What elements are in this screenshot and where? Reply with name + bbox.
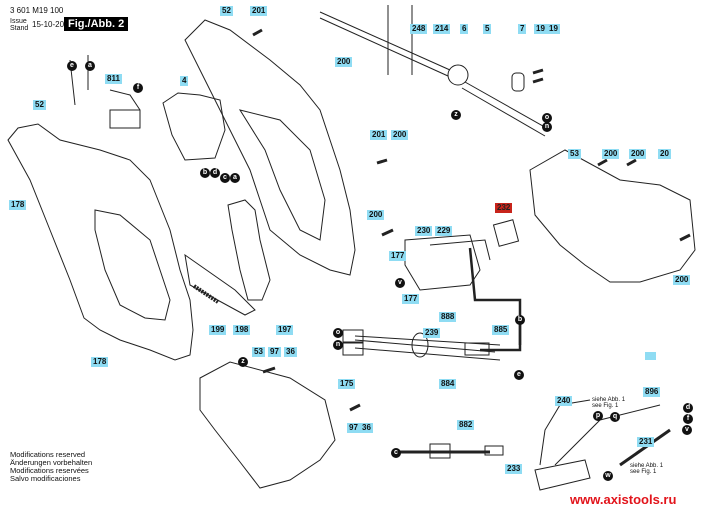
part-label-52[interactable]: 52 [220, 6, 233, 16]
connector-marker-d: d [683, 403, 693, 413]
notice-line: Änderungen vorbehalten [10, 458, 93, 467]
connector-marker-a: a [230, 173, 240, 183]
part-label-175[interactable]: 175 [338, 379, 356, 389]
part-label-177[interactable]: 177 [389, 251, 407, 261]
part-label-197[interactable]: 197 [276, 325, 294, 335]
see-fig-note-en: see Fig. 1 [630, 469, 657, 475]
part-label-36[interactable]: 36 [360, 423, 373, 433]
part-label-200[interactable]: 200 [673, 275, 691, 285]
connector-marker-p: p [593, 411, 603, 421]
part-label-232-highlighted[interactable]: 232 [495, 203, 513, 213]
part-label-230[interactable]: 230 [415, 226, 433, 236]
part-label-198[interactable]: 198 [233, 325, 251, 335]
bottom-cover-drawing [199, 361, 336, 489]
part-label-896[interactable]: 896 [643, 387, 661, 397]
connector-marker-v: v [395, 278, 405, 288]
figure-title: Fig./Abb. 2 [64, 17, 129, 31]
connector-marker-d: d [210, 168, 220, 178]
connector-marker-z: z [238, 357, 248, 367]
stand-label: Stand [10, 25, 29, 32]
part-label-229[interactable]: 229 [435, 226, 453, 236]
part-label-200[interactable]: 200 [629, 149, 647, 159]
issue-label: Issue [10, 18, 27, 25]
connector-marker-n: n [333, 340, 343, 350]
part-label-200[interactable]: 200 [367, 210, 385, 220]
part-label-97[interactable]: 97 [347, 423, 360, 433]
modifications-notice: Modifications reserved Änderungen vorbeh… [10, 451, 92, 483]
see-fig-note-de: siehe Abb. 1 [630, 463, 664, 469]
part-label-19[interactable]: 19 [534, 24, 547, 34]
part-label-233[interactable]: 233 [505, 464, 523, 474]
part-label-4[interactable]: 4 [180, 76, 189, 86]
connector-marker-n: n [542, 122, 552, 132]
notice-line: Modifications reservées [10, 466, 89, 475]
part-label-178[interactable]: 178 [9, 200, 27, 210]
part-label-5[interactable]: 5 [483, 24, 492, 34]
connector-marker-c: c [391, 448, 401, 458]
part-label-36[interactable]: 36 [284, 347, 297, 357]
part-label-200[interactable]: 200 [602, 149, 620, 159]
part-label-20[interactable]: 20 [658, 149, 671, 159]
part-label-199[interactable]: 199 [209, 325, 227, 335]
part-label-811[interactable]: 811 [105, 74, 122, 84]
issue-date: 15-10-20 [32, 20, 65, 29]
connector-marker-o: o [542, 113, 552, 123]
cord-drawing [319, 11, 551, 137]
see-fig-note-de: siehe Abb. 1 [592, 397, 626, 403]
connector-marker-w: w [603, 471, 613, 481]
part-label-239[interactable]: 239 [423, 328, 441, 338]
connector-marker-b: b [200, 168, 210, 178]
plate-drawing [404, 234, 481, 291]
lever-drawing [227, 199, 271, 301]
cover-drawing [529, 149, 696, 283]
connector-marker-f: f [683, 414, 693, 424]
part-label-200[interactable]: 200 [391, 130, 409, 140]
connector-marker-v: v [682, 425, 692, 435]
connector-marker-z: z [451, 110, 461, 120]
part-label-177[interactable]: 177 [402, 294, 420, 304]
connector-marker-b: b [515, 315, 525, 325]
part-label-214[interactable]: 214 [433, 24, 451, 34]
part-label-53[interactable]: 53 [568, 149, 581, 159]
part-label-882[interactable]: 882 [457, 420, 475, 430]
part-label-200[interactable]: 200 [335, 57, 353, 67]
part-label-97[interactable]: 97 [268, 347, 281, 357]
part-label-240[interactable]: 240 [555, 396, 573, 406]
part-label-19[interactable]: 19 [547, 24, 560, 34]
part-number: 3 601 M19 100 [10, 6, 64, 15]
legend-color-swatch [645, 352, 656, 360]
handle-shell-drawing [7, 123, 194, 361]
website-link[interactable]: www.axistools.ru [570, 492, 677, 507]
notice-line: Salvo modificaciones [10, 474, 81, 483]
notice-line: Modifications reserved [10, 450, 86, 459]
part-label-178[interactable]: 178 [91, 357, 109, 367]
connector-marker-a: a [85, 61, 95, 71]
connector-marker-e: e [514, 370, 524, 380]
part-label-7[interactable]: 7 [518, 24, 527, 34]
part-label-52[interactable]: 52 [33, 100, 46, 110]
connector-marker-o: o [333, 328, 343, 338]
housing-drawing [184, 19, 356, 276]
connector-marker-q: q [610, 412, 620, 422]
see-fig-note-en: see Fig. 1 [592, 403, 619, 409]
part-label-248[interactable]: 248 [410, 24, 428, 34]
part-label-885[interactable]: 885 [492, 325, 510, 335]
spring-drawing [192, 284, 220, 304]
connector-marker-f: f [133, 83, 143, 93]
switch-drawing [162, 92, 226, 161]
connector-marker-c: c [220, 173, 230, 183]
part-label-888[interactable]: 888 [439, 312, 457, 322]
connector-marker-e: e [67, 61, 77, 71]
part-label-231[interactable]: 231 [637, 437, 655, 447]
part-label-53[interactable]: 53 [252, 347, 265, 357]
part-label-201[interactable]: 201 [250, 6, 268, 16]
part-label-6[interactable]: 6 [460, 24, 469, 34]
part-label-201[interactable]: 201 [370, 130, 388, 140]
part-label-884[interactable]: 884 [439, 379, 457, 389]
capacitor-drawing [534, 459, 591, 491]
